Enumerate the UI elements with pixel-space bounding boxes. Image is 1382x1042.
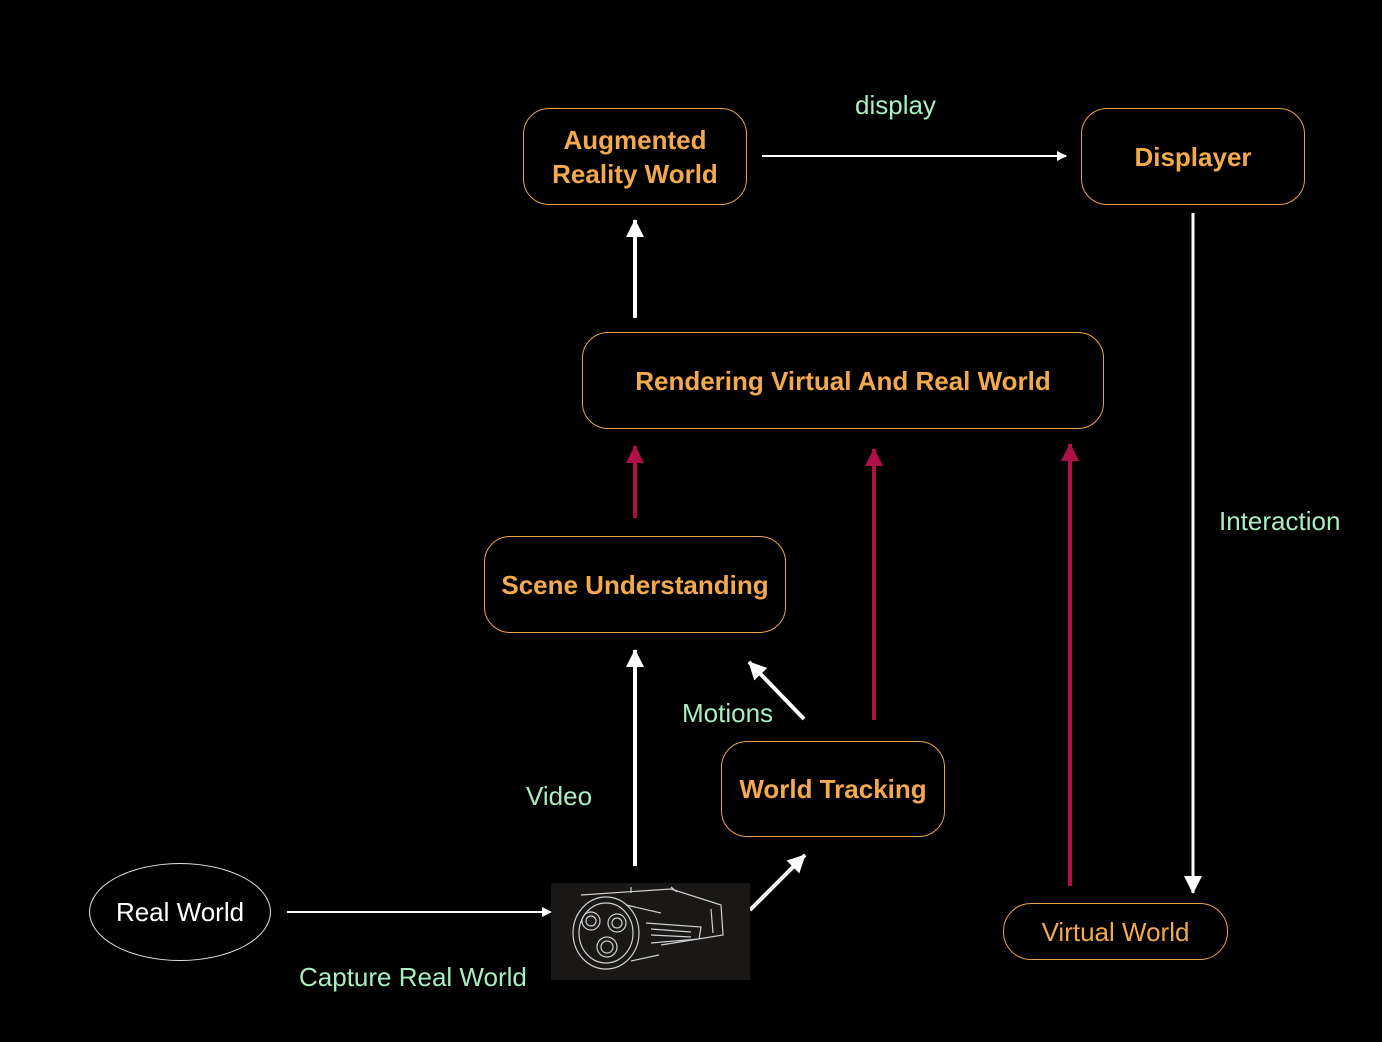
arrow-motions (747, 660, 806, 721)
node-real-world: Real World (89, 863, 271, 961)
label-display: display (855, 90, 936, 120)
node-virtual-world: Virtual World (1003, 903, 1228, 960)
node-augmented-reality-world-line2: Reality World (552, 158, 718, 189)
node-displayer-label: Displayer (1134, 141, 1252, 172)
node-scene-understanding-label: Scene Understanding (501, 569, 769, 600)
arrow-camera-to-tracking (748, 853, 807, 912)
camera-drawing (572, 886, 724, 970)
node-world-tracking: World Tracking (721, 741, 945, 837)
label-capture-real-world: Capture Real World (299, 962, 527, 992)
node-rendering: Rendering Virtual And Real World (582, 332, 1104, 429)
node-world-tracking-label: World Tracking (739, 774, 927, 804)
security-camera-icon (551, 883, 750, 980)
node-rendering-label: Rendering Virtual And Real World (635, 365, 1051, 396)
node-augmented-reality-world: Augmented Reality World (523, 108, 747, 205)
node-augmented-reality-world-line1: Augmented (563, 124, 707, 155)
node-displayer: Displayer (1081, 108, 1305, 205)
node-scene-understanding: Scene Understanding (484, 536, 786, 633)
label-motions: Motions (682, 698, 774, 728)
node-real-world-label: Real World (115, 896, 245, 927)
label-video: Video (526, 781, 593, 811)
node-virtual-world-label: Virtual World (1041, 916, 1190, 947)
label-interaction: Interaction (1219, 506, 1341, 536)
